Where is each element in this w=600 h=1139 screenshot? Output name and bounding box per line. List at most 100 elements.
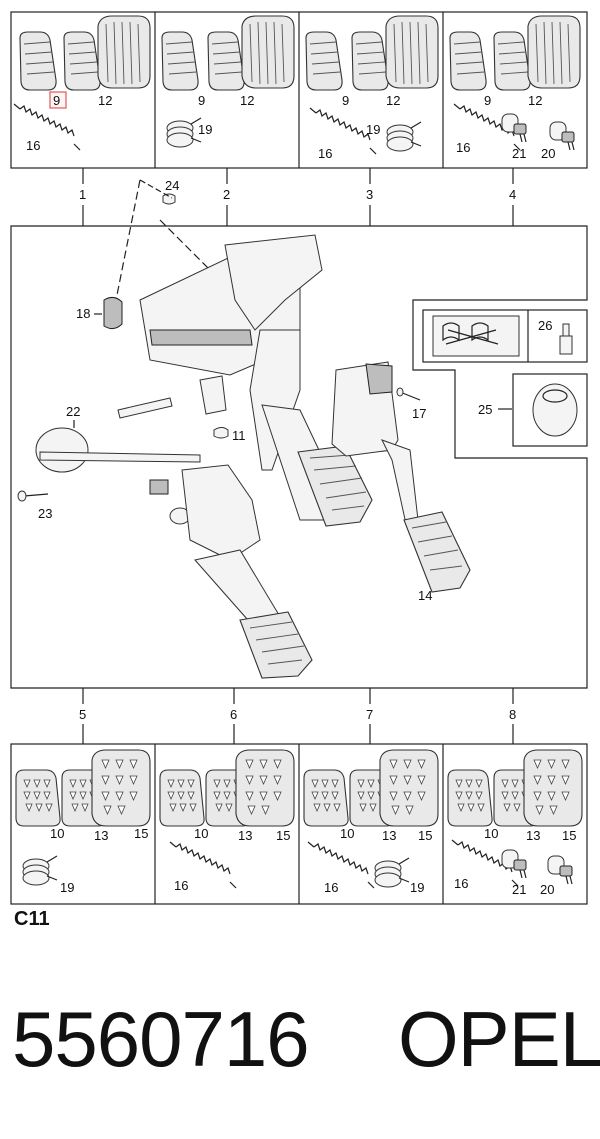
callout-label: 16: [454, 876, 468, 891]
variant-box-5[interactable]: 10 13 15 19: [15, 749, 151, 895]
callout-label: 16: [456, 140, 470, 155]
clip-icon: [386, 121, 422, 152]
callout-label: 19: [198, 122, 212, 137]
brake-pad-icon: [159, 769, 205, 827]
callout-label: 9: [342, 93, 349, 108]
section-number: 1: [79, 187, 86, 202]
clutch-pad-icon: [493, 31, 531, 91]
callout-label: 16: [318, 146, 332, 161]
spring-icon: [307, 841, 375, 889]
accelerator-pad-icon: [379, 749, 439, 827]
sensor-icon: [501, 849, 527, 879]
callout-label: 24: [165, 178, 179, 193]
bushing-24[interactable]: 24: [139, 178, 179, 205]
spring-icon: [13, 103, 81, 151]
callout-label: 12: [240, 93, 254, 108]
bottom-section-numbers: 5 6 7 8: [79, 688, 516, 744]
callout-label: 9: [198, 93, 205, 108]
callout-label: 15: [134, 826, 148, 841]
section-number: 7: [366, 707, 373, 722]
brake-pad-icon: [161, 31, 199, 91]
callout-label: 15: [418, 828, 432, 843]
accelerator-pad-icon: [235, 749, 295, 827]
accelerator-pad-icon: [385, 15, 439, 89]
callout-label: 19: [60, 880, 74, 895]
brake-pad-icon: [447, 769, 493, 827]
clutch-pad-icon: [63, 31, 101, 91]
service-kit-panel[interactable]: 26: [422, 309, 588, 363]
callout-label: 26: [538, 318, 552, 333]
callout-label: 10: [340, 826, 354, 841]
brake-pedal-pad: [239, 611, 313, 679]
cap-icon: [532, 383, 578, 437]
callout-label: 10: [484, 826, 498, 841]
brake-pad-icon: [15, 769, 61, 827]
callout-label: 20: [541, 146, 555, 161]
bottom-variant-boxes: 10 13 15 19 10 13 15 16 10 13 15 16: [10, 743, 588, 905]
callout-label: 15: [276, 828, 290, 843]
callout-label: 12: [528, 93, 542, 108]
brake-pad-icon: [303, 769, 349, 827]
callout-label: 13: [238, 828, 252, 843]
callout-label: 13: [94, 828, 108, 843]
callout-label: 9: [53, 93, 60, 108]
callout-label: 12: [386, 93, 400, 108]
part-number: 5560716: [12, 995, 310, 1083]
callout-label: 10: [50, 826, 64, 841]
section-number: 6: [230, 707, 237, 722]
callout-label: 23: [38, 506, 52, 521]
callout-label: 14: [418, 588, 432, 603]
brake-pad-icon: [305, 31, 343, 91]
callout-label: 15: [562, 828, 576, 843]
section-number: 3: [366, 187, 373, 202]
callout-label: 20: [540, 882, 554, 897]
callout-label: 21: [512, 882, 526, 897]
callout-label: 25: [478, 402, 492, 417]
sensor-icon: [547, 855, 573, 885]
sensor-icon: [501, 113, 527, 143]
variant-box-7[interactable]: 10 13 15 16 19: [303, 749, 439, 895]
clip-icon: [166, 117, 202, 148]
callout-label: 13: [526, 828, 540, 843]
variant-box-8[interactable]: 10 13 15 16 21 20: [447, 749, 583, 897]
callout-label: 10: [194, 826, 208, 841]
clutch-pad-icon: [351, 31, 389, 91]
brake-pad-icon: [19, 31, 57, 91]
variant-box-1[interactable]: 9 12 16: [13, 15, 151, 153]
callout-label: 16: [324, 880, 338, 895]
clip-icon: [22, 855, 58, 886]
clutch-pad-icon: [207, 31, 245, 91]
callout-label: 18: [76, 306, 90, 321]
clip-icon: [374, 857, 410, 888]
switch-18: [103, 296, 123, 330]
variant-box-2[interactable]: 9 12 19: [161, 15, 295, 148]
callout-label: 16: [174, 878, 188, 893]
grease-tube-icon: [559, 323, 573, 355]
pedal-box-assembly[interactable]: 18 22 23 11 14 17: [17, 234, 471, 679]
section-number: 8: [509, 707, 516, 722]
callout-label: 11: [232, 428, 246, 443]
callout-label: 19: [366, 122, 380, 137]
callout-label: 19: [410, 880, 424, 895]
section-number: 4: [509, 187, 516, 202]
accelerator-pad-icon: [97, 15, 151, 89]
accelerator-pad-icon: [527, 15, 581, 89]
wrench-icon: [445, 329, 499, 345]
pedal-cap-panel[interactable]: 25: [478, 373, 588, 447]
brake-pad-icon: [449, 31, 487, 91]
variant-box-6[interactable]: 10 13 15 16: [159, 749, 295, 893]
callout-label: 13: [382, 828, 396, 843]
section-number: 2: [223, 187, 230, 202]
variant-box-3[interactable]: 9 12 16 19: [305, 15, 439, 161]
variant-box-4[interactable]: 9 12 16 21 20: [449, 15, 581, 161]
section-number: 5: [79, 707, 86, 722]
callout-label: 12: [98, 93, 112, 108]
brand-name: OPEL: [398, 995, 600, 1083]
top-section-numbers: 1 2 3 4: [79, 168, 516, 226]
callout-label: 16: [26, 138, 40, 153]
accelerator-pad-icon: [523, 749, 583, 827]
callout-label: 22: [66, 404, 80, 419]
accelerator-pad-icon: [91, 749, 151, 827]
page-code: C11: [14, 908, 50, 930]
